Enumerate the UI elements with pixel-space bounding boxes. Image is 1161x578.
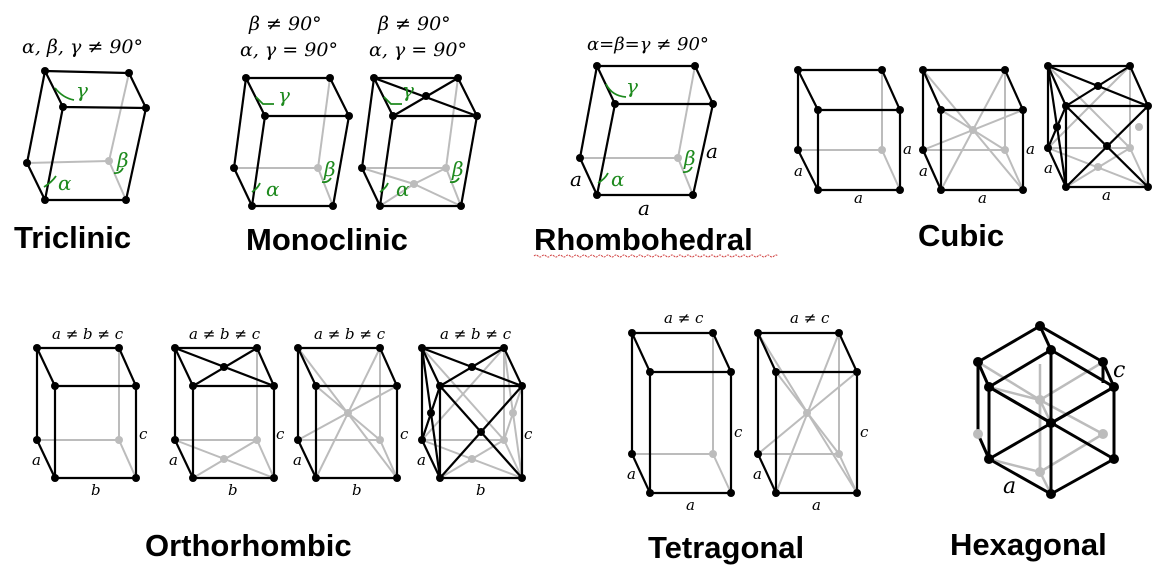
label-monoclinic: Monoclinic (246, 222, 408, 257)
orthorhombic-cell-simple: a b c (32, 344, 148, 499)
edge-c-ortho2: c (276, 425, 285, 443)
orthorhombic-cell-body-centered: a b c (293, 344, 409, 499)
edge-a-cubic1-bottom: a (854, 189, 863, 207)
edge-b-ortho1: b (91, 481, 101, 499)
edge-c-ortho1: c (139, 425, 148, 443)
cond-ortho-3: a ≠ b ≠ c (314, 325, 386, 343)
edge-b-ortho3: b (352, 481, 362, 499)
angle-alpha-mono1: α (266, 177, 280, 201)
cubic-cell-simple: a a a (794, 66, 912, 207)
rhombohedral-cell: γ α β a a a (570, 62, 718, 220)
cubic-cell-face-centered: a a (1044, 62, 1152, 204)
angle-gamma-mono1: γ (278, 83, 290, 107)
edge-a-cubic2-bottom: a (978, 189, 987, 207)
edge-a-tetra1-bottom: a (686, 496, 695, 514)
cubic-cell-body-centered: a a a (919, 66, 1035, 207)
label-triclinic: Triclinic (14, 220, 131, 255)
angle-beta-rhombo: β (683, 146, 696, 170)
edge-a-hexagonal: a (1003, 474, 1016, 499)
angle-alpha-rhombo: α (611, 167, 625, 191)
edge-a-cubic3-bottom: a (1102, 186, 1111, 204)
cond-ortho-1: a ≠ b ≠ c (52, 325, 124, 343)
monoclinic-cell-simple: γ α β (230, 74, 353, 210)
label-tetragonal: Tetragonal (648, 530, 804, 565)
label-hexagonal: Hexagonal (950, 527, 1107, 562)
cond-triclinic: α, β, γ ≠ 90° (22, 36, 143, 58)
edge-a-cubic1-left: a (794, 162, 803, 180)
edge-c-tetra2: c (860, 423, 869, 441)
edge-b-ortho2: b (228, 481, 238, 499)
edge-a-rhombo-left: a (570, 167, 582, 191)
cond-mono1-line1: β ≠ 90° (248, 13, 322, 35)
monoclinic-cell-centered: γ α β (358, 74, 481, 210)
edge-c-ortho4: c (524, 425, 533, 443)
edge-a-rhombo-bottom: a (638, 196, 650, 220)
triclinic-cell: γ α β (23, 67, 150, 204)
angle-alpha-mono2: α (396, 177, 410, 201)
orthorhombic-cell-base-centered: a b c (169, 344, 285, 499)
edge-a-cubic3-left: a (1044, 159, 1053, 177)
angle-beta-mono1: β (323, 157, 336, 181)
edge-a-rhombo-right: a (706, 139, 718, 163)
edge-a-cubic2-right: a (1026, 140, 1035, 158)
edge-b-ortho4: b (476, 481, 486, 499)
cond-tetra-1: a ≠ c (664, 309, 704, 327)
edge-a-ortho2: a (169, 451, 178, 469)
angle-beta-mono2: β (451, 157, 464, 181)
edge-a-ortho1: a (32, 451, 41, 469)
angle-beta-triclinic: β (116, 148, 129, 172)
edge-a-cubic2-left: a (919, 162, 928, 180)
orthorhombic-cell-face-centered: a b c (417, 344, 533, 499)
edge-c-tetra1: c (734, 423, 743, 441)
cond-rhombo: α=β=γ ≠ 90° (587, 34, 709, 55)
label-orthorhombic: Orthorhombic (145, 528, 352, 563)
edge-a-tetra2-bottom: a (812, 496, 821, 514)
edge-a-ortho3: a (293, 451, 302, 469)
tetragonal-cell-simple: a a c (627, 329, 743, 514)
angle-alpha-triclinic: α (58, 171, 72, 195)
edge-a-cubic1-right: a (903, 140, 912, 158)
label-rhombohedral: Rhombohedral (534, 222, 753, 257)
hexagonal-cell: a c (973, 321, 1125, 499)
angle-gamma-mono2: γ (402, 78, 414, 102)
edge-a-tetra1-left: a (627, 465, 636, 483)
angle-gamma-triclinic: γ (76, 78, 88, 102)
cond-ortho-4: a ≠ b ≠ c (440, 325, 512, 343)
cond-tetra-2: a ≠ c (790, 309, 830, 327)
tetragonal-cell-body-centered: a a c (753, 329, 869, 514)
edge-a-ortho4: a (417, 451, 426, 469)
edge-c-hexagonal: c (1113, 358, 1125, 383)
cond-mono2-line2: α, γ = 90° (369, 39, 467, 61)
edge-a-tetra2-left: a (753, 465, 762, 483)
cond-mono1-line2: α, γ = 90° (240, 39, 338, 61)
edge-c-ortho3: c (400, 425, 409, 443)
angle-gamma-rhombo: γ (626, 74, 638, 98)
cond-ortho-2: a ≠ b ≠ c (189, 325, 261, 343)
label-cubic: Cubic (918, 218, 1004, 253)
spellcheck-underline (533, 254, 779, 258)
cond-mono2-line1: β ≠ 90° (377, 13, 451, 35)
